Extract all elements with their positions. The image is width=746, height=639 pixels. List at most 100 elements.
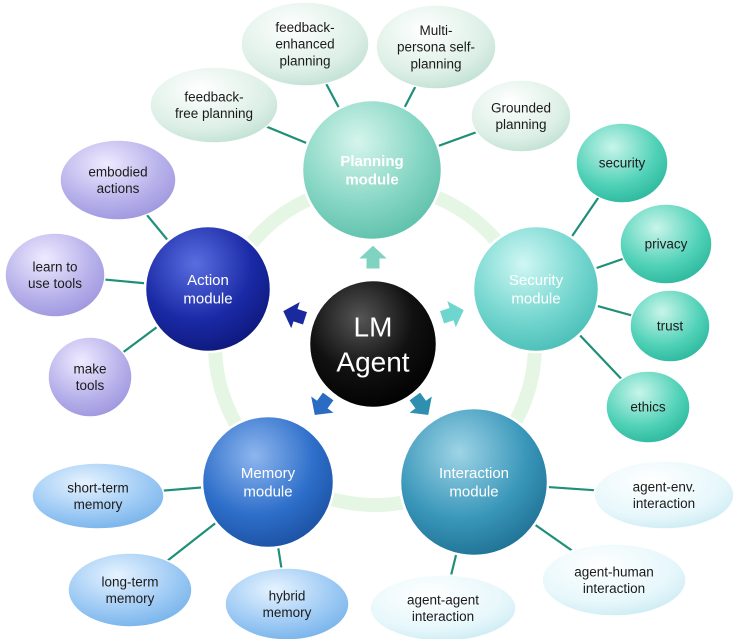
leaf-memory-3: hybrid memory — [224, 567, 350, 639]
leaf-security-4-line-1: ethics — [630, 400, 666, 415]
leaf-memory-2-bubble — [67, 552, 193, 628]
leaf-planning-3-line-1: Multi- — [420, 23, 453, 38]
module-security-line-2: module — [511, 291, 560, 308]
leaf-interaction-3-line-1: agent-agent — [407, 592, 479, 607]
leaf-action-2-bubble — [4, 232, 106, 318]
leaf-planning-4-line-1: Grounded — [491, 100, 551, 115]
module-nodes: PlanningmoduleSecuritymoduleInteractionm… — [143, 98, 601, 558]
leaf-interaction-2-line-1: agent-human — [574, 564, 654, 579]
leaf-memory-1-line-1: short-term — [67, 480, 129, 495]
module-action-line-1: Action — [187, 272, 229, 289]
leaf-memory-1-bubble — [31, 462, 165, 530]
leaf-action-2-line-1: learn to — [32, 259, 77, 274]
leaf-action-3-line-2: tools — [76, 378, 105, 393]
module-action: Action module — [143, 224, 273, 354]
module-memory-line-2: module — [243, 484, 292, 501]
leaf-security-2-bubble — [619, 203, 713, 285]
leaf-interaction-3-line-2: interaction — [412, 609, 474, 624]
module-security-circle — [471, 224, 601, 354]
leaf-memory-3-line-2: memory — [263, 605, 312, 620]
leaf-memory-1: short-term memory — [31, 462, 165, 530]
module-memory: Memory module — [200, 414, 336, 550]
module-interaction-line-2: module — [449, 484, 498, 501]
leaf-planning-1: feedback-free planning — [149, 66, 279, 144]
leaf-memory-2-line-1: long-term — [101, 574, 158, 589]
module-planning-circle — [300, 98, 444, 242]
leaf-security-4-bubble — [605, 370, 691, 444]
leaf-action-3-line-1: make — [73, 361, 106, 376]
module-interaction-circle — [398, 406, 550, 558]
leaf-memory-2: long-term memory — [67, 552, 193, 628]
leaf-interaction-1-line-1: agent-env. — [633, 479, 696, 494]
module-action-line-2: module — [183, 291, 232, 308]
leaf-action-2-line-2: use tools — [28, 276, 82, 291]
leaf-memory-3-line-1: hybrid — [269, 588, 306, 603]
leaf-security-3-bubble — [629, 289, 711, 363]
center-circle — [307, 278, 439, 410]
module-action-circle — [143, 224, 273, 354]
leaf-action-1-line-2: actions — [97, 181, 140, 196]
leaf-action-1-line-1: embodied — [88, 164, 147, 179]
leaf-security-4: ethics — [605, 370, 691, 444]
leaf-action-3: make tools — [47, 336, 133, 418]
module-security: Security module — [471, 224, 601, 354]
leaf-action-1: embodied actions — [59, 139, 177, 221]
leaf-interaction-3-bubble — [369, 574, 517, 639]
leaf-planning-2-line-3: planning — [279, 54, 330, 69]
arrow-to-planning — [356, 244, 390, 270]
leaf-planning-3-line-3: planning — [410, 57, 461, 72]
module-security-line-1: Security — [509, 272, 564, 289]
module-memory-circle — [200, 414, 336, 550]
leaf-planning-1-bubble — [149, 66, 279, 144]
leaf-security-2-line-1: privacy — [645, 237, 688, 252]
leaf-security-1-bubble — [575, 122, 669, 204]
leaf-memory-3-bubble — [224, 567, 350, 639]
leaf-planning-2-line-1: feedback- — [275, 20, 334, 35]
arrow-to-memory — [309, 391, 337, 417]
leaf-action-3-bubble — [47, 336, 133, 418]
center-lm-agent: LM Agent — [307, 278, 439, 410]
module-interaction: Interaction module — [398, 406, 550, 558]
module-planning-line-1: Planning — [340, 153, 403, 170]
leaf-security-3-line-1: trust — [657, 319, 684, 334]
center-label-line-1: LM — [354, 311, 393, 342]
leaf-planning-3: Multi-persona self-planning — [375, 4, 497, 90]
leaf-planning-2-line-2: enhanced — [275, 37, 334, 52]
leaf-planning-3-line-2: persona self- — [397, 40, 475, 55]
leaf-planning-1-line-2: free planning — [175, 106, 253, 121]
arrow-to-interaction — [406, 391, 434, 417]
leaf-action-2: learn to use tools — [4, 232, 106, 318]
module-memory-line-1: Memory — [241, 465, 296, 482]
leaf-planning-4-bubble — [470, 79, 572, 153]
center-node: LM Agent — [307, 278, 439, 410]
leaf-planning-1-line-1: feedback- — [184, 89, 243, 104]
leaf-action-1-bubble — [59, 139, 177, 221]
leaf-planning-2-bubble — [240, 1, 370, 87]
leaf-memory-2-line-2: memory — [106, 591, 155, 606]
leaf-interaction-3: agent-agent interaction — [369, 574, 517, 639]
leaf-interaction-2: agent-human interaction — [541, 543, 687, 617]
leaf-planning-4: Grounded planning — [470, 79, 572, 153]
leaf-memory-1-line-2: memory — [74, 497, 123, 512]
leaf-interaction-2-line-2: interaction — [583, 581, 645, 596]
direction-arrows — [281, 244, 466, 417]
leaf-planning-2: feedback-enhanced planning — [240, 1, 370, 87]
leaf-security-3: trust — [629, 289, 711, 363]
leaf-security-1: security — [575, 122, 669, 204]
leaf-security-2: privacy — [619, 203, 713, 285]
leaf-planning-4-line-2: planning — [495, 117, 546, 132]
leaf-interaction-2-bubble — [541, 543, 687, 617]
leaf-interaction-1-bubble — [593, 460, 735, 530]
module-planning: Planning module — [300, 98, 444, 242]
arrow-to-security — [438, 298, 466, 330]
leaf-nodes: feedback-free planningfeedback-enhancedp… — [4, 1, 735, 639]
leaf-interaction-1-line-2: interaction — [633, 496, 695, 511]
leaf-planning-3-bubble — [375, 4, 497, 90]
module-interaction-line-1: Interaction — [439, 465, 509, 482]
leaf-interaction-1: agent-env. interaction — [593, 460, 735, 530]
arrow-to-action — [281, 299, 309, 331]
module-planning-line-2: module — [345, 172, 398, 189]
center-label-line-2: Agent — [336, 346, 409, 377]
